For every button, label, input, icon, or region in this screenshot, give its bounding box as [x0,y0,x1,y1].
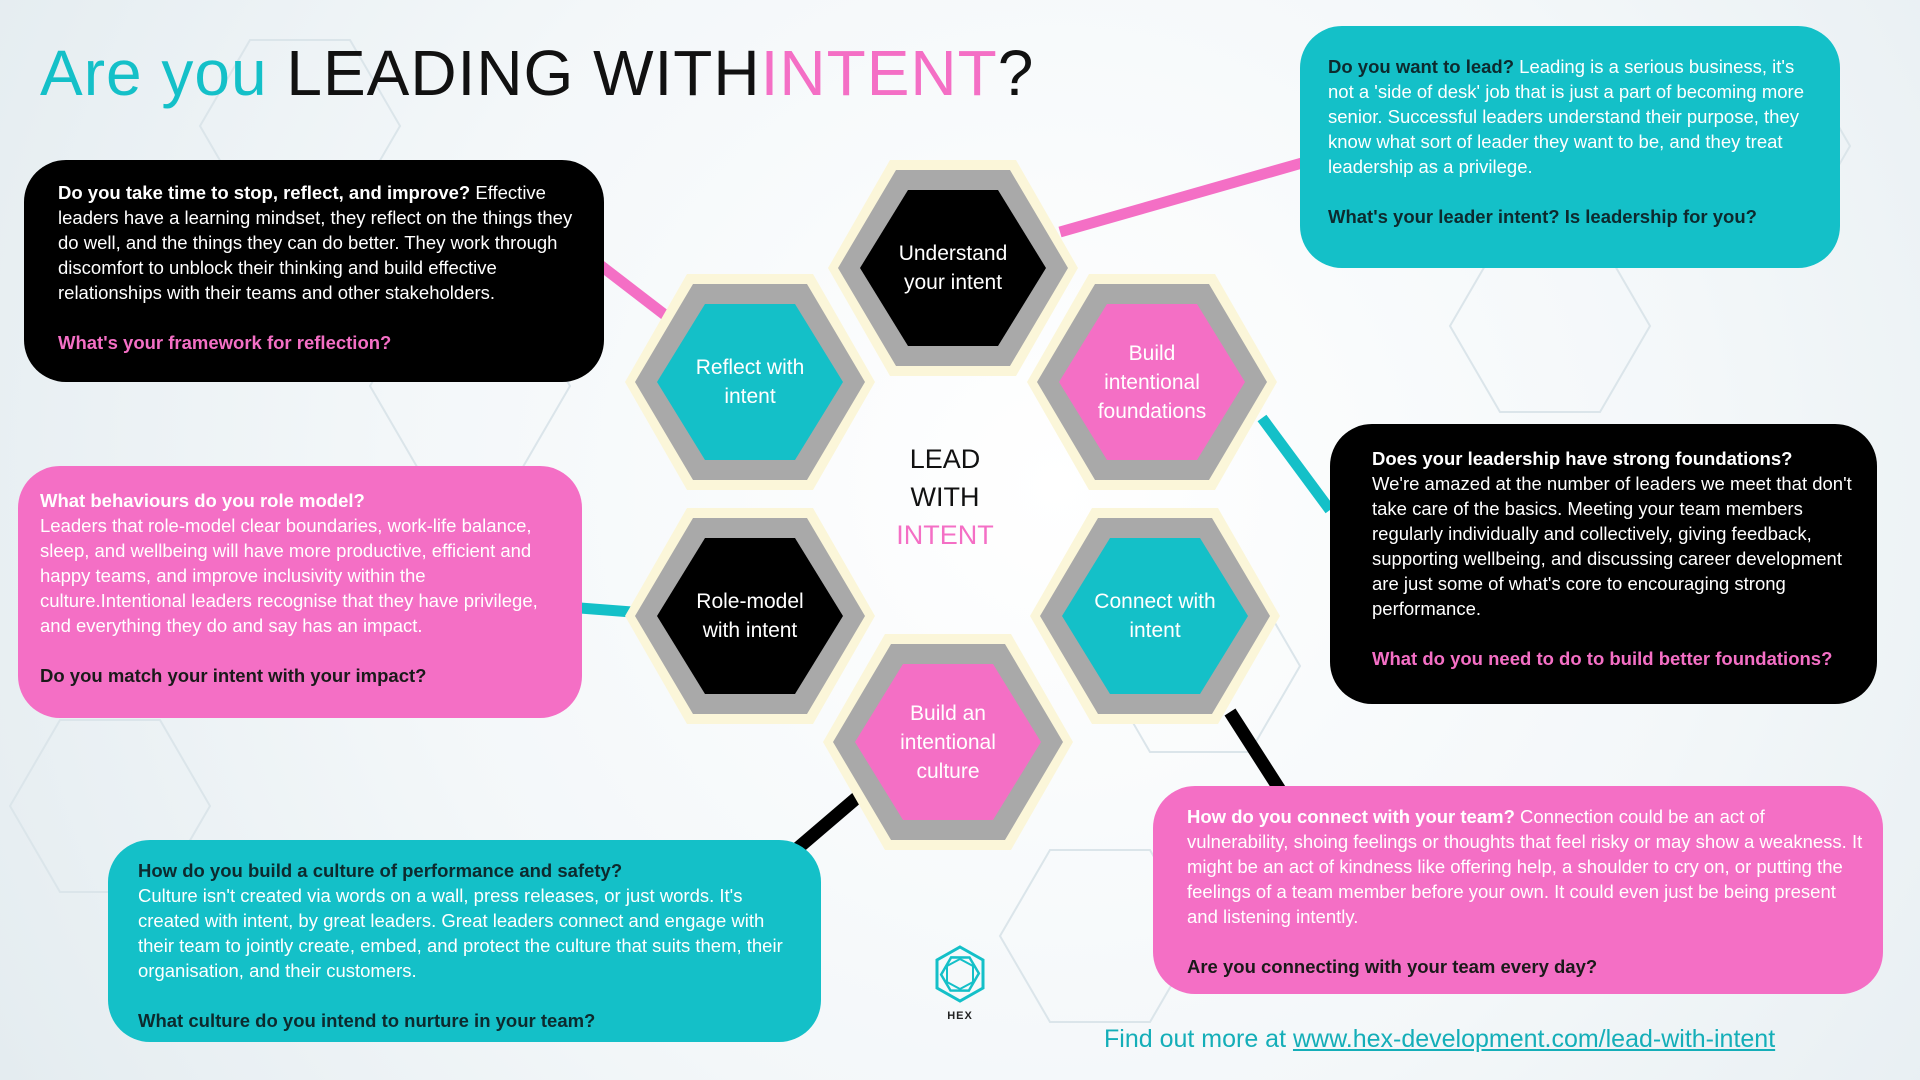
center-line-lead: LEAD [909,444,981,474]
card-body: We're amazed at the number of leaders we… [1372,473,1852,619]
card-rolemodel: What behaviours do you role model? Leade… [18,466,582,718]
card-lead: Do you want to lead? Leading is a seriou… [1300,26,1840,268]
card-prompt: Are you connecting with your team every … [1187,956,1598,977]
connector-connect [1224,708,1286,794]
connector-foundations [1257,414,1335,514]
card-body: Leaders that role-model clear boundaries… [40,515,538,636]
connector-lead [1058,157,1304,238]
hex-shape [1027,274,1277,490]
hex-understand-intent: Understand your intent [828,160,1078,376]
hex-label: Build intentional foundations [1097,341,1207,423]
hex-fill [1062,538,1248,694]
hex-fill [1059,304,1245,460]
card-reflect-text: Do you take time to stop, reflect, and i… [58,180,580,305]
hex-label: Connect with intent [1094,590,1216,642]
hex-shape [625,274,875,490]
card-prompt: What's your framework for reflection? [58,332,392,353]
hex-shape [828,160,1078,376]
title-part-leading-with: LEADING WITH [286,37,761,109]
card-culture: How do you build a culture of performanc… [108,840,821,1042]
title-question-mark: ? [997,37,1035,109]
hex-logo-icon [935,945,985,1003]
footer-link[interactable]: www.hex-development.com/lead-with-intent [1292,1025,1776,1053]
hex-shape [823,634,1073,850]
connector-rolemodel [579,602,633,618]
hex-shape [1030,508,1280,724]
card-lead-text: Do you want to lead? Leading is a seriou… [1328,54,1816,179]
hex-role-model: Role-model with intent [625,508,875,724]
hex-reflect-intent: Reflect with intent [625,274,875,490]
footer: Find out more at www.hex-development.com… [1104,1025,1775,1054]
card-prompt: Do you match your intent with your impac… [40,665,427,686]
hex-label: Role-model with intent [696,590,804,642]
connector-reflect [596,260,669,320]
card-question: Do you take time to stop, reflect, and i… [58,182,471,203]
card-body: Culture isn't created via words on a wal… [138,885,783,981]
title-part-are-you: Are you [40,37,268,109]
hex-logo: HEX [930,945,990,1022]
center-line-intent: INTENT [896,520,994,550]
card-question: Does your leadership have strong foundat… [1372,448,1793,469]
card-foundations: Does your leadership have strong foundat… [1330,424,1877,704]
center-lead-with-intent: LEAD WITH INTENT [880,440,1010,554]
hex-build-foundations: Build intentional foundations [1027,274,1277,490]
hex-fill [657,304,843,460]
card-connect-text: How do you connect with your team? Conne… [1187,804,1863,929]
hex-connect-intent: Connect with intent [1030,508,1280,724]
hex-label: Understand your intent [898,242,1008,294]
card-prompt: What's your leader intent? Is leadership… [1328,206,1757,227]
title-part-intent: INTENT [760,37,998,109]
hex-fill [657,538,843,694]
hex-label: Reflect with intent [695,356,805,408]
card-connect: How do you connect with your team? Conne… [1153,786,1883,994]
footer-prefix: Find out more at [1104,1025,1293,1053]
connector-culture [793,790,865,853]
center-line-with: WITH [910,482,980,512]
hex-label: Build an intentional culture [900,701,996,783]
hex-fill [860,190,1046,346]
page-title: Are you LEADING WITHINTENT? [40,36,1034,110]
hex-shape [625,508,875,724]
card-question: How do you connect with your team? [1187,806,1515,827]
card-body: Connection could be an act of vulnerabil… [1187,806,1863,927]
card-body: Effective leaders have a learning mindse… [58,182,573,303]
card-body: Leading is a serious business, it's not … [1328,56,1804,177]
card-prompt: What do you need to do to build better f… [1372,648,1833,669]
card-question: How do you build a culture of performanc… [138,860,623,881]
hex-logo-text: HEX [947,1010,973,1022]
card-prompt: What culture do you intend to nurture in… [138,1010,596,1031]
hex-build-culture: Build an intentional culture [823,634,1073,850]
card-reflect: Do you take time to stop, reflect, and i… [24,160,604,382]
hex-fill [855,664,1041,820]
card-question: Do you want to lead? [1328,56,1515,77]
card-question: What behaviours do you role model? [40,490,365,511]
